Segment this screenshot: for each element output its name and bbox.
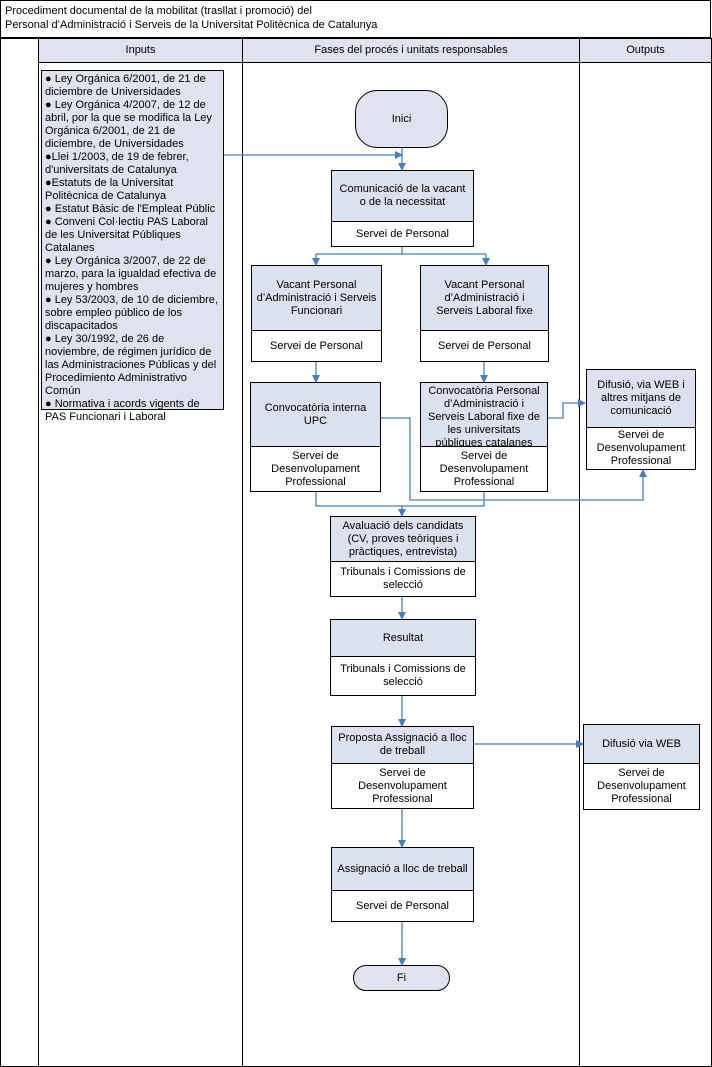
evaluation-unit: Tribunals i Comissions de selecció (340, 566, 466, 591)
output-diffusion-web-media: Difusió, via WEB i altres mitjans de com… (586, 369, 696, 470)
assignment-title: Assignació a lloc de treball (332, 848, 473, 891)
input-item: ● Ley 53/2003, de 10 de diciembre, sobre… (45, 294, 218, 332)
title-line-1: Procediment documental de la mobilitat (… (5, 5, 312, 17)
start-label: Inici (391, 113, 412, 125)
vacant-funcionari-title: Vacant Personal d’Administració i Servei… (252, 266, 381, 331)
proposal-step: Proposta Assignació a lloc de treball Se… (331, 726, 474, 809)
start-terminator: Inici (355, 90, 448, 148)
laboral-call-title: Convocatòria Personal d’Administració i … (421, 383, 547, 447)
proposal-unit: Servei de Desenvolupament Professional (358, 766, 447, 805)
vacant-funcionari-unit: Servei de Personal (270, 339, 363, 352)
input-item: ● Ley Orgánica 3/2007, de 22 de marzo, p… (45, 255, 217, 293)
vacant-laboral-unit: Servei de Personal (438, 339, 531, 352)
end-terminator: Fi (353, 965, 450, 991)
output-diffusion-web-media-title: Difusió, via WEB i altres mitjans de com… (587, 370, 695, 428)
inputs-legislation-box: ● Ley Orgánica 6/2001, de 21 de diciembr… (41, 70, 224, 423)
output-diffusion-web: Difusió via WEB Servei de Desenvolupamen… (583, 724, 700, 810)
connector-call-to-diffusion-web (548, 399, 586, 419)
assignment-unit: Servei de Personal (356, 899, 449, 912)
outputs-column-header: Outputs (579, 38, 712, 63)
diagram-title: Procediment documental de la mobilitat (… (0, 0, 711, 38)
internal-call-title: Convocatòria interna UPC (251, 383, 380, 447)
evaluation-title: Avaluació dels candidats (CV, proves teò… (331, 517, 475, 562)
laboral-call-step: Convocatòria Personal d’Administració i … (420, 382, 548, 492)
input-item: ● Ley 30/1992, de 26 de noviembre, de ré… (45, 333, 217, 397)
input-item: ● Ley Orgánica 4/2007, de 12 de abril, p… (45, 99, 212, 150)
result-unit: Tribunals i Comissions de selecció (340, 663, 466, 688)
communication-step: Comunicació de la vacant o de la necessi… (331, 170, 474, 247)
assignment-step: Assignació a lloc de treball Servei de P… (331, 847, 474, 922)
result-step: Resultat Tribunals i Comissions de selec… (330, 619, 476, 696)
proposal-title: Proposta Assignació a lloc de treball (332, 727, 473, 764)
input-item: ● Conveni Col·lectiu PAS Laboral de les … (45, 216, 208, 254)
output-diffusion-web-unit: Servei de Desenvolupament Professional (597, 767, 686, 805)
vacant-laboral-title: Vacant Personal d’Administració i Servei… (421, 266, 548, 331)
output-diffusion-web-media-unit: Servei de Desenvolupament Professional (596, 429, 686, 467)
laboral-call-unit: Servei de Desenvolupament Professional (439, 449, 529, 488)
communication-title: Comunicació de la vacant o de la necessi… (332, 171, 473, 222)
connector-internal-to-diffusion (380, 417, 647, 501)
inputs-column-header: Inputs (38, 38, 243, 63)
input-item: ● Ley Orgánica 6/2001, de 21 de diciembr… (45, 73, 206, 98)
internal-call-unit: Servei de Desenvolupament Professional (271, 449, 360, 488)
vacant-laboral-step: Vacant Personal d’Administració i Servei… (420, 265, 549, 362)
internal-call-step: Convocatòria interna UPC Servei de Desen… (250, 382, 381, 492)
input-item: ● Estatut Bàsic de l'Empleat Públic (45, 203, 216, 215)
connector-internal-to-evaluation (315, 492, 406, 517)
input-item: ● Normativa i acords vigents de PAS Func… (45, 398, 200, 423)
end-label: Fi (396, 972, 407, 984)
evaluation-step: Avaluació dels candidats (CV, proves teò… (330, 516, 476, 597)
communication-unit: Servei de Personal (356, 227, 449, 240)
vacant-funcionari-step: Vacant Personal d’Administració i Servei… (251, 265, 382, 362)
input-item: ●Estatuts de la Universitat Politècnica … (45, 177, 174, 202)
result-title: Resultat (331, 620, 475, 657)
title-line-2: Personal d’Administració i Serveis de la… (5, 19, 378, 31)
input-item: ●Llei 1/2003, de 19 de febrer, d'univers… (45, 151, 189, 176)
connector-communication-split (316, 247, 486, 255)
output-diffusion-web-title: Difusió via WEB (584, 725, 699, 764)
outputs-column (579, 62, 712, 1067)
connector-call-to-evaluation (402, 492, 485, 507)
